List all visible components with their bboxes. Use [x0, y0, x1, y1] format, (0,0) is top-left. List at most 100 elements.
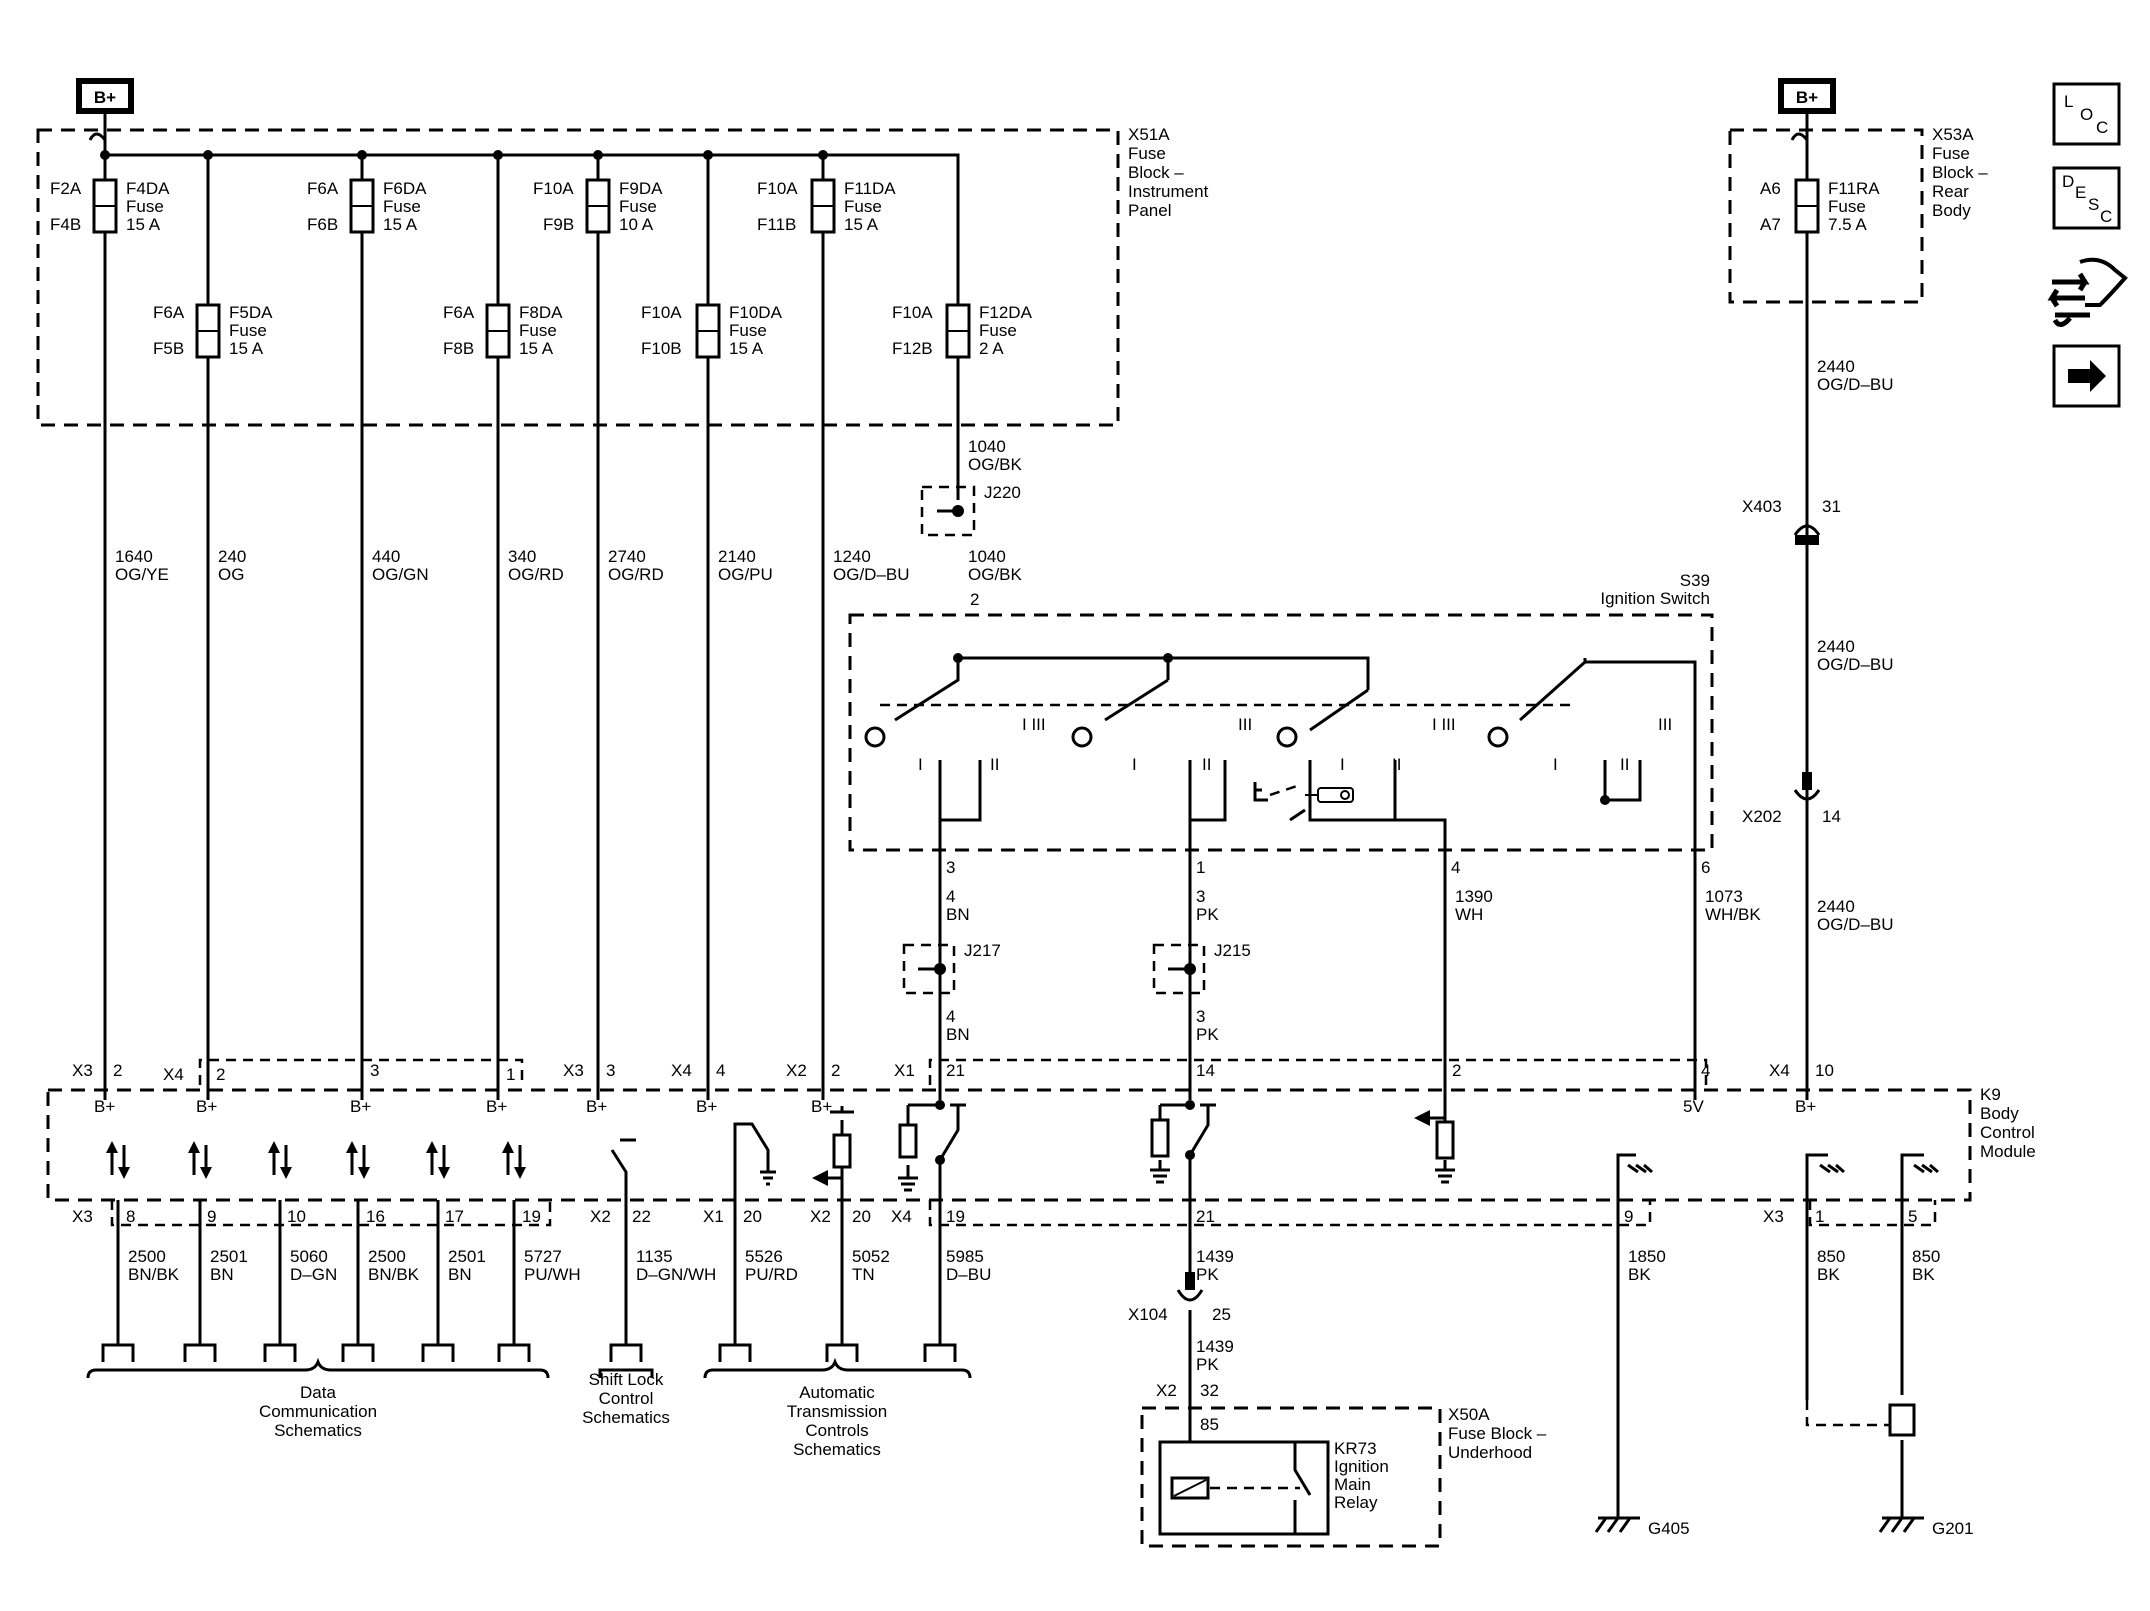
- svg-text:X50A: X50A: [1448, 1405, 1490, 1424]
- svg-text:Fuse: Fuse: [1932, 144, 1970, 163]
- next-page-button[interactable]: [2052, 344, 2121, 408]
- svg-text:6: 6: [1701, 858, 1710, 877]
- svg-text:Block –: Block –: [1932, 163, 1988, 182]
- svg-text:A7: A7: [1760, 215, 1781, 234]
- svg-text:D: D: [2062, 172, 2074, 191]
- svg-text:2: 2: [970, 590, 979, 609]
- svg-text:9: 9: [207, 1207, 216, 1226]
- svg-text:F8DA: F8DA: [519, 303, 563, 322]
- svg-text:F6DA: F6DA: [383, 179, 427, 198]
- switch-contact-4: [1519, 660, 1586, 722]
- svg-text:F10A: F10A: [641, 303, 682, 322]
- svg-text:S: S: [2088, 195, 2099, 214]
- svg-text:1390: 1390: [1455, 887, 1493, 906]
- fuse-block-rear-label: X53A Fuse Block – Rear Body: [1932, 125, 1988, 220]
- svg-text:2500: 2500: [368, 1247, 406, 1266]
- svg-text:3: 3: [1196, 1007, 1205, 1026]
- svg-text:OG/BK: OG/BK: [968, 455, 1023, 474]
- shift-lock-schematics-link[interactable]: Shift Lock Control Schematics: [582, 1370, 670, 1427]
- svg-text:Controls: Controls: [805, 1421, 868, 1440]
- svg-text:X4: X4: [671, 1061, 692, 1080]
- svg-text:Relay: Relay: [1334, 1493, 1378, 1512]
- svg-text:F11DA: F11DA: [844, 179, 896, 198]
- svg-text:2500: 2500: [128, 1247, 166, 1266]
- svg-text:Fuse: Fuse: [519, 321, 557, 340]
- svg-text:F10B: F10B: [641, 339, 682, 358]
- splice-j220: [920, 485, 976, 537]
- location-button[interactable]: L O C: [2052, 82, 2121, 146]
- svg-text:BK: BK: [1817, 1265, 1840, 1284]
- svg-text:15 A: 15 A: [383, 215, 418, 234]
- svg-text:B+: B+: [586, 1097, 607, 1116]
- svg-text:5052: 5052: [852, 1247, 890, 1266]
- svg-text:X51A: X51A: [1128, 125, 1170, 144]
- svg-text:1135: 1135: [636, 1247, 673, 1266]
- ground-g405: G405: [1594, 1516, 1690, 1538]
- svg-text:1: 1: [1815, 1207, 1824, 1226]
- ground-g201: G201: [1878, 1516, 1974, 1538]
- svg-text:2440: 2440: [1817, 897, 1855, 916]
- data-comm-schematics-link[interactable]: Data Communication Schematics: [259, 1383, 377, 1440]
- svg-text:F10DA: F10DA: [729, 303, 783, 322]
- svg-text:PU/RD: PU/RD: [745, 1265, 798, 1284]
- inline-connector-x403: [1793, 524, 1821, 536]
- svg-text:G201: G201: [1932, 1519, 1974, 1538]
- svg-text:1439: 1439: [1196, 1337, 1234, 1356]
- svg-text:Fuse: Fuse: [383, 197, 421, 216]
- svg-text:X3: X3: [72, 1061, 93, 1080]
- svg-text:F11B: F11B: [757, 215, 796, 234]
- svg-text:K9: K9: [1980, 1085, 2001, 1104]
- svg-text:F4DA: F4DA: [126, 179, 170, 198]
- svg-text:Rear: Rear: [1932, 182, 1969, 201]
- auto-trans-schematics-link[interactable]: Automatic Transmission Controls Schemati…: [787, 1383, 887, 1459]
- svg-text:F12B: F12B: [892, 339, 933, 358]
- svg-text:OG/BK: OG/BK: [968, 565, 1023, 584]
- svg-text:2 A: 2 A: [979, 339, 1004, 358]
- svg-text:5526: 5526: [745, 1247, 783, 1266]
- switch-contact-2: [1104, 678, 1169, 722]
- svg-text:Fuse: Fuse: [1128, 144, 1166, 163]
- svg-text:OG: OG: [218, 565, 244, 584]
- svg-text:4: 4: [946, 887, 955, 906]
- svg-text:Communication: Communication: [259, 1402, 377, 1421]
- svg-text:Ignition: Ignition: [1334, 1457, 1389, 1476]
- x104-label: X104: [1128, 1305, 1168, 1324]
- svg-text:BN: BN: [448, 1265, 472, 1284]
- svg-text:F11RA: F11RA: [1828, 179, 1880, 198]
- svg-text:BN/BK: BN/BK: [368, 1265, 420, 1284]
- svg-text:17: 17: [445, 1207, 464, 1226]
- svg-text:TN: TN: [852, 1265, 875, 1284]
- connector-view-icon[interactable]: [2047, 257, 2128, 327]
- switch-position-circles: [864, 726, 1509, 748]
- svg-text:20: 20: [743, 1207, 762, 1226]
- svg-text:X2: X2: [786, 1061, 807, 1080]
- svg-text:II: II: [1392, 755, 1401, 774]
- svg-text:B+: B+: [350, 1097, 371, 1116]
- bcm-output-wires: [116, 1155, 1904, 1518]
- svg-text:Automatic: Automatic: [799, 1383, 875, 1402]
- relay-pin: 85: [1200, 1415, 1219, 1434]
- svg-text:D–GN: D–GN: [290, 1265, 337, 1284]
- svg-text:15 A: 15 A: [844, 215, 879, 234]
- fuse-bus-bar: [88, 114, 960, 500]
- svg-text:5727: 5727: [524, 1247, 562, 1266]
- splice-j215-label: J215: [1214, 941, 1251, 960]
- svg-text:15 A: 15 A: [519, 339, 554, 358]
- svg-text:WH: WH: [1455, 905, 1483, 924]
- svg-text:F10A: F10A: [892, 303, 933, 322]
- svg-text:3: 3: [1196, 887, 1205, 906]
- svg-text:C: C: [2100, 207, 2112, 226]
- svg-text:2501: 2501: [210, 1247, 248, 1266]
- svg-text:Schematics: Schematics: [793, 1440, 881, 1459]
- key-icon: [1253, 782, 1354, 803]
- svg-text:22: 22: [632, 1207, 651, 1226]
- ignition-output-wires: [938, 850, 1697, 1100]
- svg-text:A6: A6: [1760, 179, 1781, 198]
- bcm-outline: [46, 1088, 1972, 1202]
- svg-text:B+: B+: [1795, 1097, 1816, 1116]
- description-button[interactable]: D E S C: [2052, 166, 2121, 230]
- svg-text:I: I: [918, 755, 923, 774]
